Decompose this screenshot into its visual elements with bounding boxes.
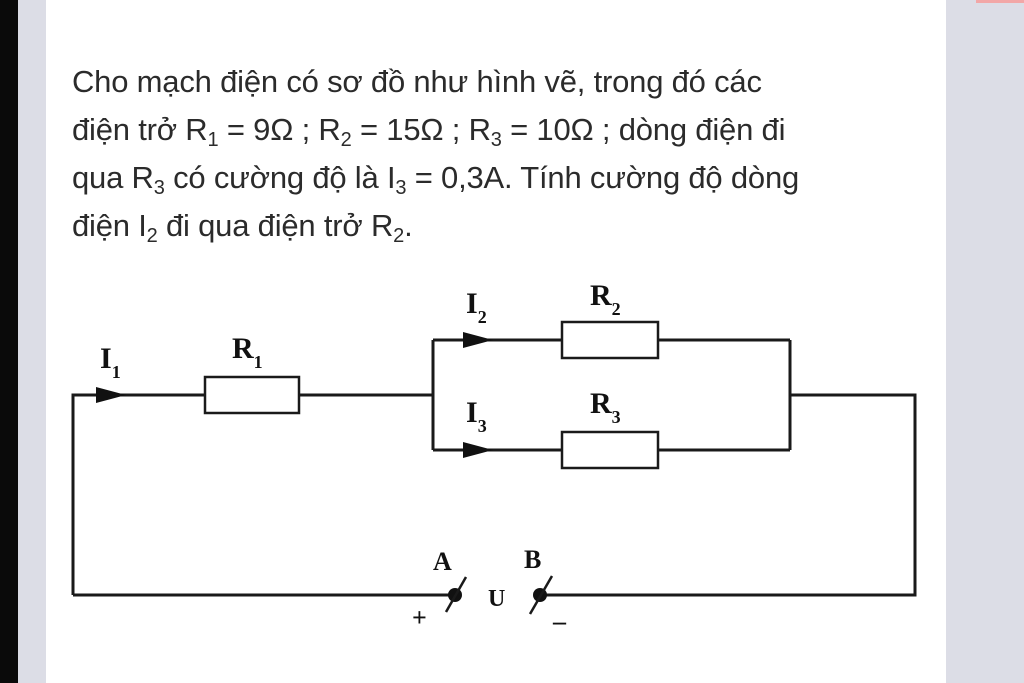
question-text: Cho mạch điện có sơ đồ như hình vẽ, tron… [72, 58, 902, 250]
label-i1: I1 [100, 342, 121, 382]
text-segment: đi qua điện trở R [157, 208, 394, 243]
label-r1: R1 [232, 332, 263, 372]
text-segment: . [404, 208, 413, 243]
text-segment: điện trở R [72, 112, 208, 147]
resistor-r3 [560, 430, 660, 470]
label-r3: R3 [590, 387, 621, 427]
text-segment: = 9Ω ; R [218, 112, 341, 147]
subscript: 2 [393, 225, 405, 247]
subscript: 1 [207, 129, 219, 151]
subscript: 2 [146, 225, 158, 247]
question-line-4: điện I2 đi qua điện trở R2. [72, 202, 902, 250]
text-segment: = 15Ω ; R [351, 112, 491, 147]
question-line-2: điện trở R1 = 9Ω ; R2 = 15Ω ; R3 = 10Ω ;… [72, 106, 902, 154]
text-segment: điện I [72, 208, 147, 243]
right-accent [976, 0, 1024, 3]
label-r2: R2 [590, 279, 621, 319]
left-margin [18, 0, 46, 683]
resistor-r2 [560, 320, 660, 360]
label-minus: – [552, 607, 567, 636]
subscript: 3 [153, 177, 165, 199]
wire-left-loop [71, 393, 205, 595]
subscript: 3 [490, 129, 502, 151]
wire-right-loop [540, 393, 917, 597]
terminal-a-tick [444, 576, 468, 613]
current-arrow-i3 [463, 442, 493, 458]
question-line-1: Cho mạch điện có sơ đồ như hình vẽ, tron… [72, 58, 902, 106]
subscript: 3 [395, 177, 407, 199]
right-margin [946, 0, 1024, 683]
text-segment: Cho mạch điện có sơ đồ như hình vẽ, tron… [72, 64, 762, 99]
resistor-r1 [203, 375, 301, 415]
terminal-b-tick [528, 575, 554, 615]
question-line-3: qua R3 có cường độ là I3 = 0,3A. Tính cư… [72, 154, 902, 202]
current-arrow-i2 [463, 332, 493, 348]
label-i3: I3 [466, 396, 487, 436]
label-terminal-b: B [524, 545, 541, 574]
text-segment: = 10Ω ; dòng điện đi [501, 112, 786, 147]
label-terminal-a: A [433, 547, 452, 576]
label-source-u: U [488, 586, 505, 612]
subscript: 2 [340, 129, 352, 151]
text-segment: = 0,3A. Tính cường độ dòng [406, 160, 800, 195]
current-arrow-i1 [96, 387, 126, 403]
label-i2: I2 [466, 287, 487, 327]
text-segment: có cường độ là I [164, 160, 396, 195]
screen-edge-bar [0, 0, 18, 683]
label-plus: + [412, 603, 427, 632]
text-segment: qua R [72, 160, 154, 195]
